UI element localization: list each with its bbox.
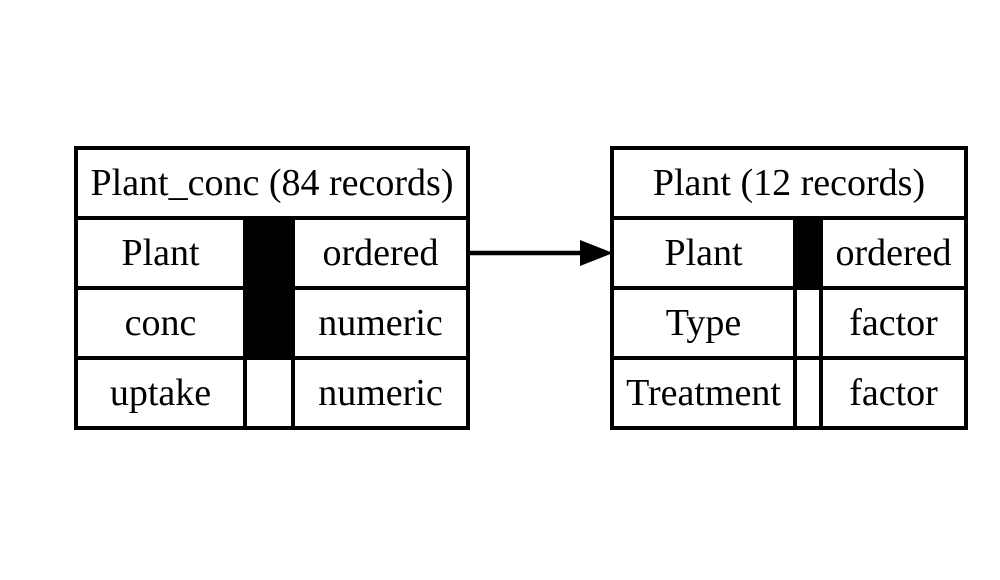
key-indicator-type — [797, 290, 819, 356]
field-name-treatment: Treatment — [614, 360, 793, 426]
relation-arrow — [468, 240, 613, 266]
key-indicator-plant-right — [797, 220, 819, 286]
key-indicator-plant — [247, 220, 291, 286]
field-type-uptake: numeric — [295, 360, 466, 426]
field-name-plant-right: Plant — [614, 220, 793, 286]
table-plant-conc: Plant_conc (84 records) Plant ordered co… — [74, 146, 470, 430]
field-name-type: Type — [614, 290, 793, 356]
table-plant-conc-title: Plant_conc (84 records) — [78, 150, 466, 216]
field-type-conc: numeric — [295, 290, 466, 356]
field-type-type: factor — [823, 290, 964, 356]
field-type-treatment: factor — [823, 360, 964, 426]
field-name-uptake: uptake — [78, 360, 243, 426]
key-indicator-uptake — [247, 360, 291, 426]
field-name-plant: Plant — [78, 220, 243, 286]
field-type-plant: ordered — [295, 220, 466, 286]
table-plant: Plant (12 records) Plant ordered Type fa… — [610, 146, 968, 430]
key-indicator-conc — [247, 290, 291, 356]
key-indicator-treatment — [797, 360, 819, 426]
field-name-conc: conc — [78, 290, 243, 356]
field-type-plant-right: ordered — [823, 220, 964, 286]
table-plant-title: Plant (12 records) — [614, 150, 964, 216]
